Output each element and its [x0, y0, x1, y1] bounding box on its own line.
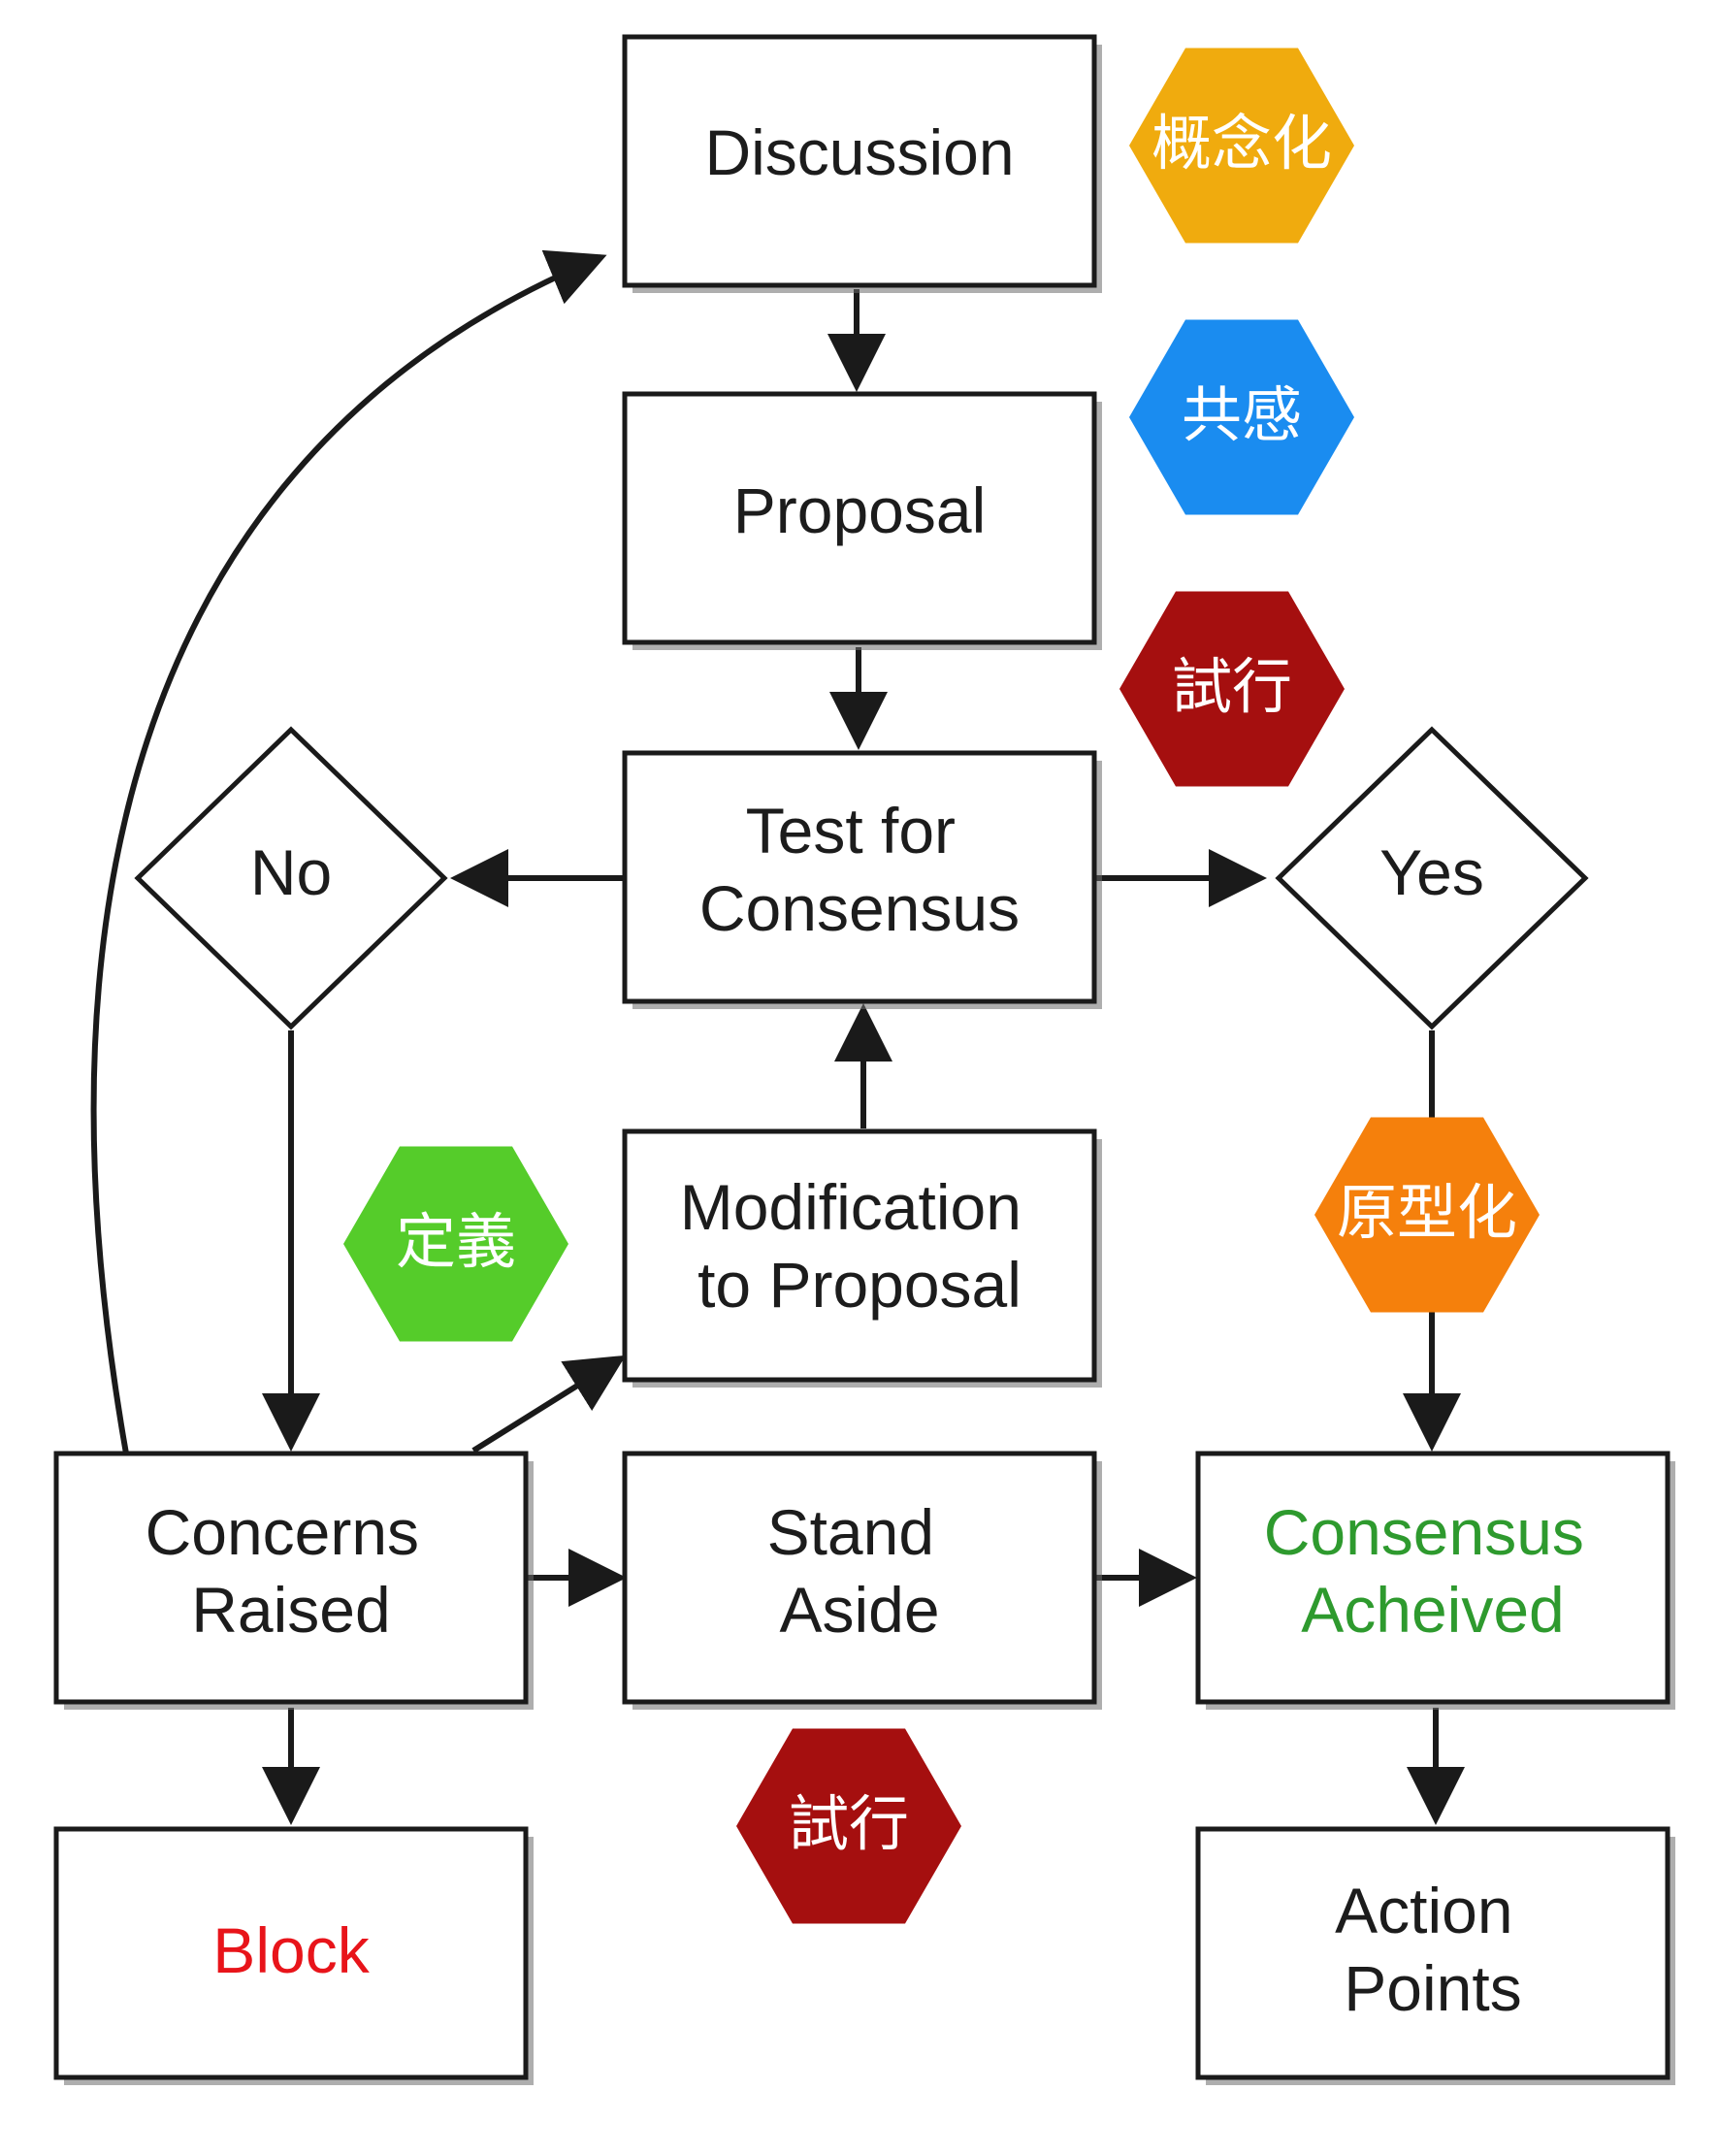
node-action-line-1: Action — [1335, 1875, 1512, 1946]
node-action-line-2: Points — [1344, 1952, 1521, 2024]
node-proposal-label: Proposal — [733, 474, 987, 546]
node-achieved-line-1: Consensus — [1264, 1496, 1584, 1568]
node-proposal — [622, 391, 1102, 650]
node-discussion-label: Discussion — [704, 116, 1014, 188]
node-discussion-line-1: Discussion — [704, 116, 1014, 188]
node-block-line-1: Block — [212, 1914, 370, 1986]
badge-prototype-hexagon — [1314, 1117, 1540, 1313]
node-stand — [622, 1451, 1102, 1710]
node-achieved — [1195, 1451, 1675, 1710]
node-modification — [622, 1128, 1102, 1388]
node-yes-label: Yes — [1379, 836, 1484, 908]
node-test-label: Test for Consensus — [699, 795, 1020, 944]
node-no-line-1: No — [250, 836, 332, 908]
edge-concerns-modification — [471, 1355, 627, 1454]
badge-prototype-label: 原型化 — [1337, 1177, 1517, 1248]
node-concerns — [53, 1451, 534, 1710]
badge-concept-label: 概念化 — [1151, 108, 1332, 179]
node-concerns-line-1: Concerns — [146, 1496, 419, 1568]
badge-empathy: 共感 — [1129, 319, 1354, 515]
badge-trial-bottom-label: 試行 — [789, 1788, 909, 1859]
edge-concerns-discussion — [90, 249, 607, 1454]
badge-trial-bottom-hexagon — [736, 1728, 961, 1924]
node-stand-line-1: Stand — [767, 1496, 934, 1568]
badge-empathy-hexagon — [1129, 319, 1354, 515]
node-discussion — [622, 34, 1102, 293]
badge-define-hexagon — [343, 1146, 568, 1342]
badge-define: 定義 — [343, 1146, 568, 1342]
node-test-line-2: Consensus — [699, 872, 1020, 944]
badge-trial-top: 試行 — [1119, 591, 1345, 787]
badge-prototype: 原型化 — [1314, 1117, 1540, 1313]
node-modification-line-2: to Proposal — [697, 1249, 1022, 1321]
node-achieved-label: Consensus Acheived — [1264, 1496, 1603, 1646]
node-modification-line-1: Modification — [680, 1171, 1022, 1243]
node-no-label: No — [250, 836, 332, 908]
badge-concept: 概念化 — [1129, 48, 1354, 244]
node-modification-label: Modification to Proposal — [680, 1171, 1040, 1321]
badge-concept-hexagon — [1129, 48, 1354, 244]
badge-define-label: 定義 — [396, 1206, 516, 1277]
node-no — [134, 726, 448, 1030]
node-concerns-label: Concerns Raised — [146, 1496, 438, 1646]
badge-trial-top-hexagon — [1119, 591, 1345, 787]
node-action-label: Action Points — [1335, 1875, 1531, 2024]
node-stand-label: Stand Aside — [767, 1496, 953, 1646]
node-action — [1195, 1826, 1675, 2085]
node-stand-line-2: Aside — [779, 1574, 939, 1646]
node-test — [622, 750, 1102, 1009]
node-concerns-line-2: Raised — [191, 1574, 390, 1646]
badge-trial-bottom: 試行 — [736, 1728, 961, 1924]
node-achieved-line-2: Acheived — [1301, 1574, 1565, 1646]
node-block — [53, 1826, 534, 2085]
node-test-line-1: Test for — [746, 795, 956, 866]
node-proposal-line-1: Proposal — [733, 474, 987, 546]
node-block-label: Block — [212, 1914, 370, 1986]
badge-trial-top-label: 試行 — [1172, 651, 1292, 722]
node-yes — [1275, 726, 1589, 1030]
badge-empathy-label: 共感 — [1182, 379, 1302, 450]
node-yes-line-1: Yes — [1379, 836, 1484, 908]
